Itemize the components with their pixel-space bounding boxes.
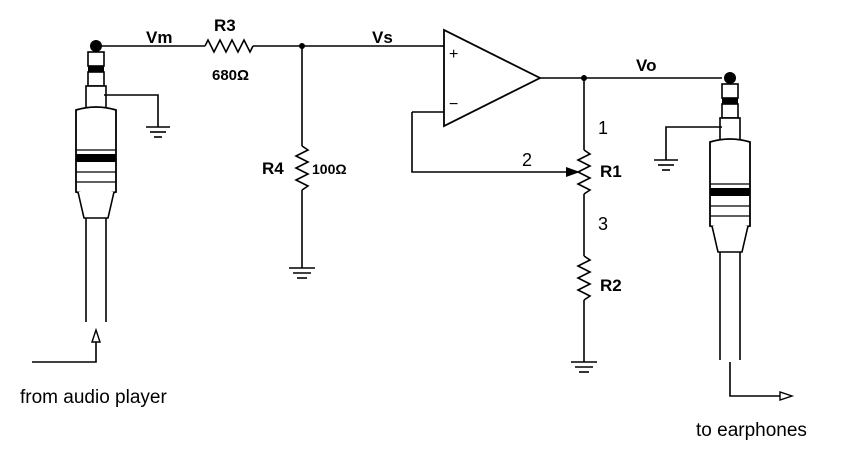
r2-ground [571, 361, 597, 373]
input-ground [104, 94, 170, 138]
input-audio-jack [75, 40, 117, 322]
op-amp-plus-label: + [449, 46, 458, 63]
input-jack-sleeve [87, 71, 105, 87]
output-jack-strain-relief [711, 225, 749, 253]
output-arrow-line [729, 362, 786, 397]
output-audio-jack [709, 72, 751, 360]
r2-name-label: R2 [600, 276, 622, 295]
op-amp-triangle [443, 28, 543, 128]
r4-value-label: 100Ω [312, 161, 347, 177]
op-amp [412, 28, 543, 128]
input-jack-strain-relief [77, 191, 115, 219]
r1-pin1-label: 1 [598, 118, 608, 138]
output-caption: to earphones [696, 420, 807, 441]
output-jack-band [710, 188, 750, 196]
output-jack-sleeve [721, 103, 739, 119]
output-arrow [729, 362, 795, 401]
op-amp-minus-label: − [449, 96, 458, 113]
input-jack-ring [87, 51, 105, 67]
r4-ground [289, 267, 315, 279]
input-arrow-line [32, 336, 97, 363]
input-ground-wire [104, 94, 159, 127]
output-ground [654, 126, 722, 171]
input-jack-insulator [88, 66, 104, 72]
r4-name-label: R4 [262, 159, 284, 178]
vm-label: Vm [146, 28, 172, 47]
input-arrow-head [91, 327, 101, 343]
output-jack-ring [721, 83, 739, 99]
input-jack-band [76, 154, 116, 162]
r1-pin3-label: 3 [598, 214, 608, 234]
output-arrow-head [779, 391, 795, 401]
wiper-arrow [566, 167, 580, 177]
r3-value-label: 680Ω [212, 67, 249, 84]
resistor-r3 [204, 38, 254, 54]
resistor-r2 [576, 255, 592, 301]
r1-name-label: R1 [600, 162, 622, 181]
output-ground-wire [665, 126, 722, 160]
feedback-wiper-wire [411, 112, 566, 173]
input-caption: from audio player [20, 387, 167, 408]
output-jack-insulator [722, 98, 738, 104]
input-jack-tip [90, 40, 102, 52]
output-jack-tip [724, 72, 736, 84]
vo-label: Vo [636, 56, 656, 75]
r1-pin2-label: 2 [522, 150, 532, 170]
r3-name-label: R3 [214, 16, 236, 35]
vs-label: Vs [372, 28, 393, 47]
resistor-r4 [294, 145, 310, 191]
input-arrow [32, 327, 101, 363]
